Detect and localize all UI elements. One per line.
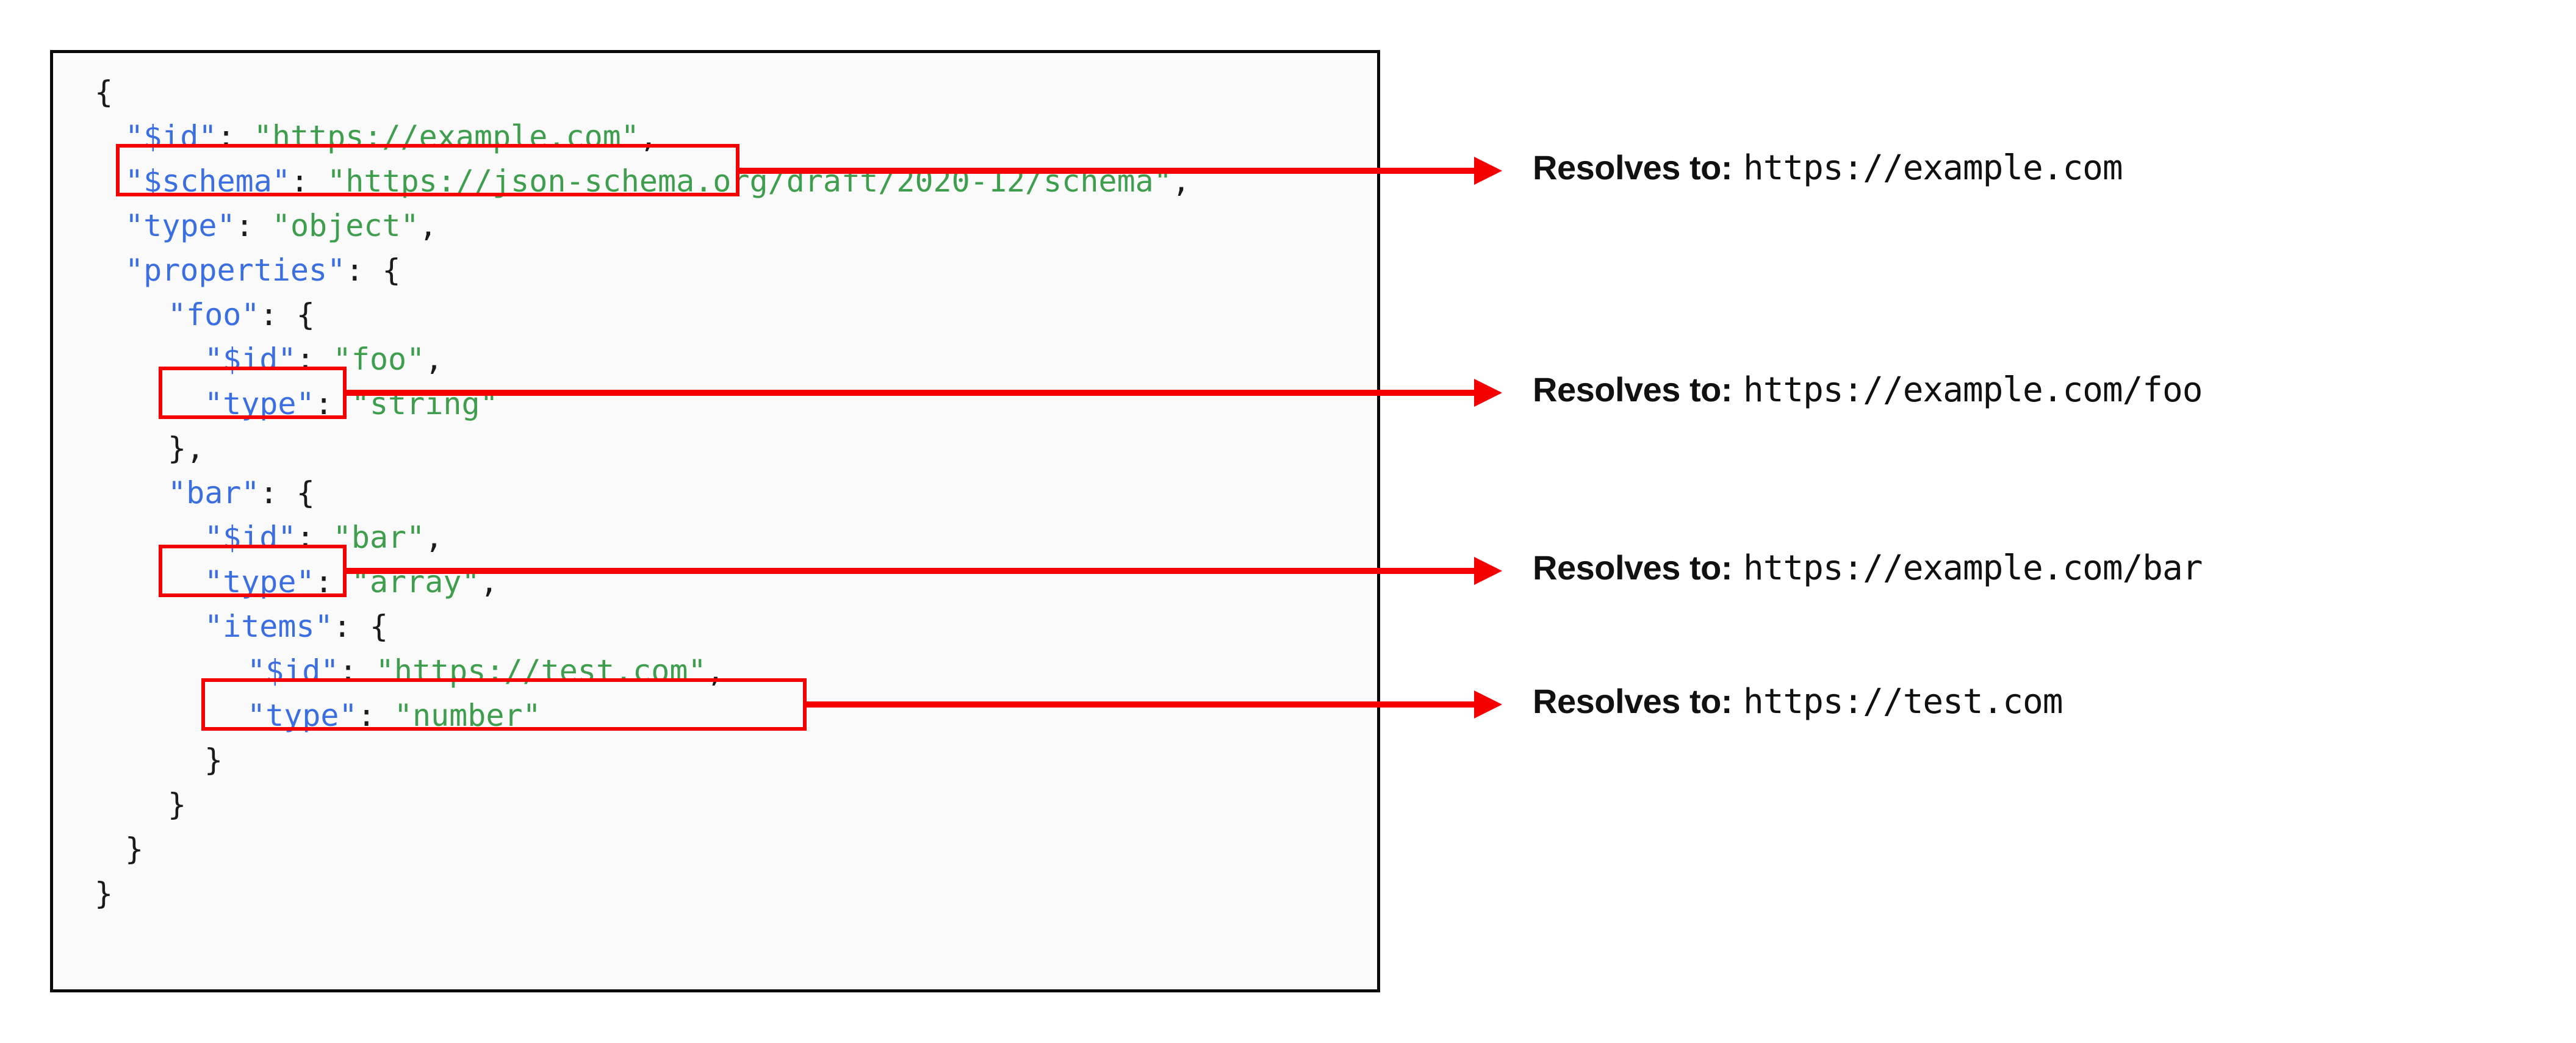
code-token-sep: : bbox=[235, 208, 272, 243]
code-token-comma: , bbox=[639, 119, 658, 154]
code-token-sep: : bbox=[296, 342, 333, 377]
resolution-row-3: Resolves to: https://example.com/bar bbox=[1533, 548, 2203, 588]
resolution-row-1: Resolves to: https://example.com bbox=[1533, 148, 2123, 188]
resolution-row-2: Resolves to: https://example.com/foo bbox=[1533, 370, 2203, 410]
code-token-string: "foo" bbox=[333, 342, 425, 377]
arrow-shaft bbox=[347, 568, 1474, 574]
code-line-3: "type": "object", bbox=[125, 204, 437, 248]
code-token-key: "$schema" bbox=[125, 163, 290, 199]
code-line-13: "$id": "https://test.com", bbox=[247, 649, 725, 694]
code-token-sep: : bbox=[217, 119, 254, 154]
resolves-to-label: Resolves to: bbox=[1533, 682, 1733, 720]
code-token-sep: : bbox=[345, 253, 383, 288]
code-token-key: "bar" bbox=[168, 475, 260, 511]
code-token-sep: : bbox=[290, 163, 328, 199]
code-token-comma: , bbox=[425, 520, 444, 555]
code-token-sep: : bbox=[259, 297, 297, 332]
arrow-shaft bbox=[807, 701, 1474, 708]
code-token-sep: : bbox=[314, 386, 351, 421]
code-token-sep: : bbox=[339, 653, 376, 689]
code-token-comma: , bbox=[425, 342, 444, 377]
code-line-6: "$id": "foo", bbox=[204, 337, 443, 382]
code-token-sep: : bbox=[296, 520, 333, 555]
code-token-brace: { bbox=[296, 297, 315, 332]
code-token-comma: , bbox=[706, 653, 725, 689]
code-line-7: "type": "string" bbox=[204, 382, 498, 426]
code-token-brace: { bbox=[382, 253, 401, 288]
json-schema-code-panel: { "$id": "https://example.com", "$schema… bbox=[50, 50, 1380, 992]
code-token-key: "properties" bbox=[125, 253, 346, 288]
code-block: { "$id": "https://example.com", "$schema… bbox=[53, 53, 1377, 989]
resolved-url-value: https://test.com bbox=[1743, 682, 2063, 722]
code-token-key: "type" bbox=[204, 564, 315, 600]
code-line-5: "foo": { bbox=[168, 293, 315, 337]
code-line-12: "items": { bbox=[204, 604, 388, 649]
code-token-string: "https://test.com" bbox=[375, 653, 707, 689]
code-line-11: "type": "array", bbox=[204, 560, 498, 604]
code-token-sep: : bbox=[333, 609, 370, 644]
resolves-to-label: Resolves to: bbox=[1533, 148, 1733, 187]
code-token-string: "object" bbox=[272, 208, 419, 243]
resolves-to-label: Resolves to: bbox=[1533, 370, 1733, 409]
code-token-punct: } bbox=[95, 876, 113, 911]
code-line-8: }, bbox=[168, 426, 204, 471]
code-token-brace: { bbox=[369, 609, 389, 644]
code-token-key: "type" bbox=[125, 208, 236, 243]
code-token-sep: : bbox=[259, 475, 297, 511]
code-line-1: "$id": "https://example.com", bbox=[125, 115, 658, 159]
code-token-sep: : bbox=[314, 564, 351, 600]
code-line-15: } bbox=[204, 738, 223, 783]
resolved-url-value: https://example.com/foo bbox=[1743, 370, 2203, 410]
code-line-9: "bar": { bbox=[168, 471, 315, 515]
arrow-shaft bbox=[347, 390, 1474, 396]
arrow-head-icon bbox=[1474, 157, 1502, 185]
code-token-brace: { bbox=[296, 475, 315, 511]
code-token-punct: } bbox=[204, 742, 223, 778]
code-token-key: "type" bbox=[204, 386, 315, 421]
code-token-key: "items" bbox=[204, 609, 333, 644]
arrow-shaft bbox=[739, 168, 1474, 174]
code-line-10: "$id": "bar", bbox=[204, 515, 443, 560]
code-line-2: "$schema": "https://json-schema.org/draf… bbox=[125, 159, 1190, 204]
arrow-head-icon bbox=[1474, 690, 1502, 719]
code-token-punct: } bbox=[125, 831, 144, 867]
code-token-key: "$id" bbox=[247, 653, 339, 689]
code-token-string: "bar" bbox=[333, 520, 425, 555]
code-token-comma: , bbox=[419, 208, 437, 243]
code-token-key: "foo" bbox=[168, 297, 260, 332]
resolved-url-value: https://example.com bbox=[1743, 148, 2123, 188]
code-token-key: "$id" bbox=[204, 520, 297, 555]
resolves-to-label: Resolves to: bbox=[1533, 548, 1733, 587]
code-token-key: "$id" bbox=[204, 342, 297, 377]
arrow-head-icon bbox=[1474, 557, 1502, 585]
code-line-14: "type": "number" bbox=[247, 694, 541, 738]
code-token-string: "number" bbox=[394, 698, 541, 733]
code-token-punct: } bbox=[168, 787, 187, 822]
code-line-4: "properties": { bbox=[125, 248, 401, 293]
code-line-18: } bbox=[95, 872, 113, 916]
resolved-url-value: https://example.com/bar bbox=[1743, 548, 2203, 588]
code-token-punct: }, bbox=[168, 431, 205, 466]
arrow-head-icon bbox=[1474, 379, 1502, 407]
code-token-string: "https://example.com" bbox=[253, 119, 639, 154]
code-line-0: { bbox=[95, 70, 113, 115]
code-token-sep: : bbox=[357, 698, 394, 733]
code-line-17: } bbox=[125, 827, 143, 872]
resolution-row-4: Resolves to: https://test.com bbox=[1533, 681, 2063, 722]
code-line-16: } bbox=[168, 783, 186, 827]
code-token-punct: { bbox=[95, 74, 113, 110]
code-token-key: "type" bbox=[247, 698, 358, 733]
code-token-key: "$id" bbox=[125, 119, 217, 154]
